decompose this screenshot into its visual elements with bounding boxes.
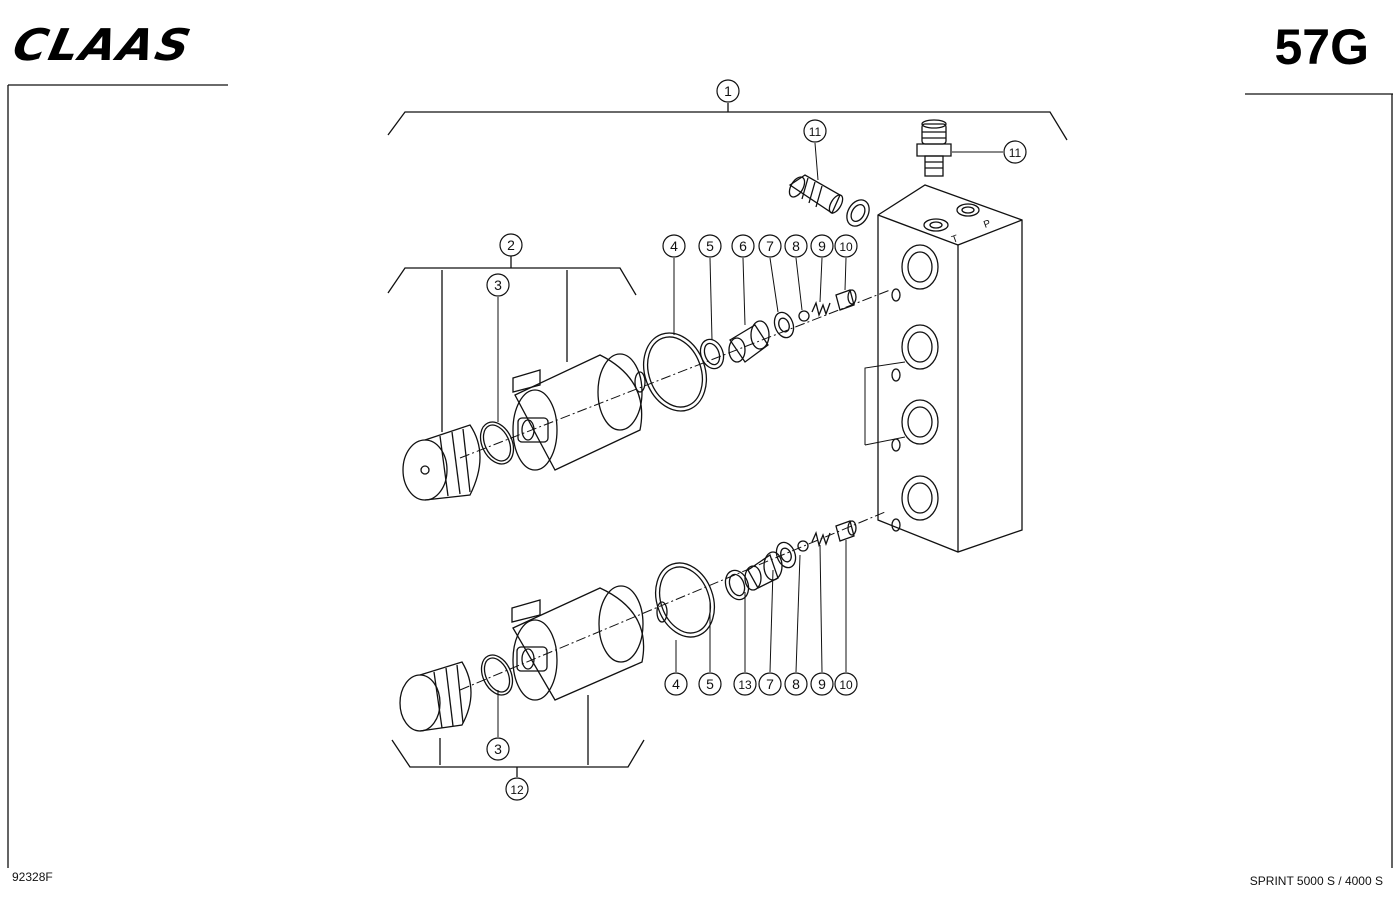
- callout-label: 2: [507, 237, 515, 253]
- callout-c-6: 6: [731, 234, 755, 258]
- callout-circle: [662, 234, 686, 258]
- callout-circle: [505, 777, 529, 801]
- callout-circle: [834, 672, 858, 696]
- upper-washer-7: [773, 311, 795, 339]
- callout-circle: [664, 672, 688, 696]
- callout-label: 6: [739, 238, 747, 254]
- callout-c-10a: 10: [834, 234, 858, 258]
- lower-o-ring-3: [480, 654, 514, 696]
- callout-label: 8: [792, 238, 800, 254]
- upper-solenoid-coil: [512, 353, 646, 471]
- callout-label: 4: [672, 676, 680, 692]
- callout-circle: [810, 672, 834, 696]
- callout-circle: [499, 233, 523, 257]
- callout-label: 4: [670, 238, 678, 254]
- callout-c-9a: 9: [810, 234, 834, 258]
- callout-c-11b: 11: [1003, 140, 1027, 164]
- callout-circle: [486, 273, 510, 297]
- callout-label: 8: [792, 676, 800, 692]
- lower-spring-9: [811, 531, 831, 548]
- callout-circle: [486, 737, 510, 761]
- fitting-11-left: [788, 174, 870, 227]
- callout-c-7b: 7: [758, 672, 782, 696]
- callout-c-5b: 5: [698, 672, 722, 696]
- callout-c-5a: 5: [698, 234, 722, 258]
- callout-c-4a: 4: [662, 234, 686, 258]
- callout-c-7a: 7: [758, 234, 782, 258]
- lower-washer-7: [775, 541, 797, 569]
- bracket-upper-valve: [387, 267, 637, 296]
- page-code: 57G: [1274, 19, 1369, 75]
- callout-circle: [834, 234, 858, 258]
- upper-knob-nut: [402, 424, 481, 501]
- callout-label: 12: [510, 783, 524, 797]
- callout-circle: [731, 234, 755, 258]
- upper-o-ring-5: [699, 338, 725, 370]
- callout-label: 13: [738, 678, 752, 692]
- callout-c-1: 1: [716, 79, 740, 103]
- upper-o-ring-3: [479, 421, 515, 465]
- bracket-lower-valve: [391, 739, 645, 768]
- lower-solenoid-coil: [511, 585, 668, 701]
- callout-label: 9: [818, 238, 826, 254]
- callout-label: 9: [818, 676, 826, 692]
- callout-circle: [803, 119, 827, 143]
- leader-lines: [459, 142, 1003, 737]
- callout-c-11a: 11: [803, 119, 827, 143]
- upper-ball-8: [798, 310, 810, 322]
- upper-valve-insert-6: [728, 320, 770, 363]
- callout-c-13: 13: [733, 672, 757, 696]
- callout-label: 11: [809, 125, 822, 139]
- callout-circle: [810, 234, 834, 258]
- callout-circle: [784, 234, 808, 258]
- lower-knob-nut: [399, 661, 472, 732]
- callout-label: 7: [766, 238, 774, 254]
- callout-c-4b: 4: [664, 672, 688, 696]
- lower-o-ring-4: [655, 562, 715, 638]
- callout-circle: [758, 234, 782, 258]
- drawing-number: 92328F: [12, 870, 53, 884]
- lower-ball-8: [797, 540, 809, 552]
- callout-label: 5: [706, 238, 714, 254]
- callout-circle: [784, 672, 808, 696]
- model-name: SPRINT 5000 S / 4000 S: [1249, 874, 1383, 888]
- callout-circle: [1003, 140, 1027, 164]
- callout-label: 10: [839, 678, 853, 692]
- callout-c-10b: 10: [834, 672, 858, 696]
- callout-label: 5: [706, 676, 714, 692]
- lower-valve-insert-13: [744, 551, 783, 591]
- callout-c-8b: 8: [784, 672, 808, 696]
- lower-o-ring-5: [724, 569, 750, 601]
- callout-circle: [733, 672, 757, 696]
- callout-label: 3: [494, 277, 502, 293]
- fitting-11-top: [916, 119, 952, 177]
- callout-c-3b: 3: [486, 737, 510, 761]
- callout-circle: [698, 672, 722, 696]
- callout-c-9b: 9: [810, 672, 834, 696]
- callout-label: 7: [766, 676, 774, 692]
- upper-o-ring-4: [643, 332, 707, 412]
- callout-label: 11: [1009, 146, 1022, 160]
- callout-c-8a: 8: [784, 234, 808, 258]
- callout-c-2: 2: [499, 233, 523, 257]
- callout-circle: [698, 234, 722, 258]
- port-mark-p: P: [982, 218, 992, 231]
- callout-label: 10: [839, 240, 853, 254]
- bracket-assembly-1: [387, 111, 1068, 141]
- callout-label: 3: [494, 741, 502, 757]
- callout-c-3a: 3: [486, 273, 510, 297]
- valve-block: [877, 184, 1023, 553]
- lower-sleeve-10: [835, 520, 857, 542]
- callout-label: 1: [724, 83, 732, 99]
- callout-circle: [758, 672, 782, 696]
- port-mark-t: T: [950, 233, 960, 245]
- callout-circle: [716, 79, 740, 103]
- upper-sleeve-10: [835, 289, 857, 311]
- upper-spring-9: [811, 301, 831, 318]
- callout-c-12: 12: [505, 777, 529, 801]
